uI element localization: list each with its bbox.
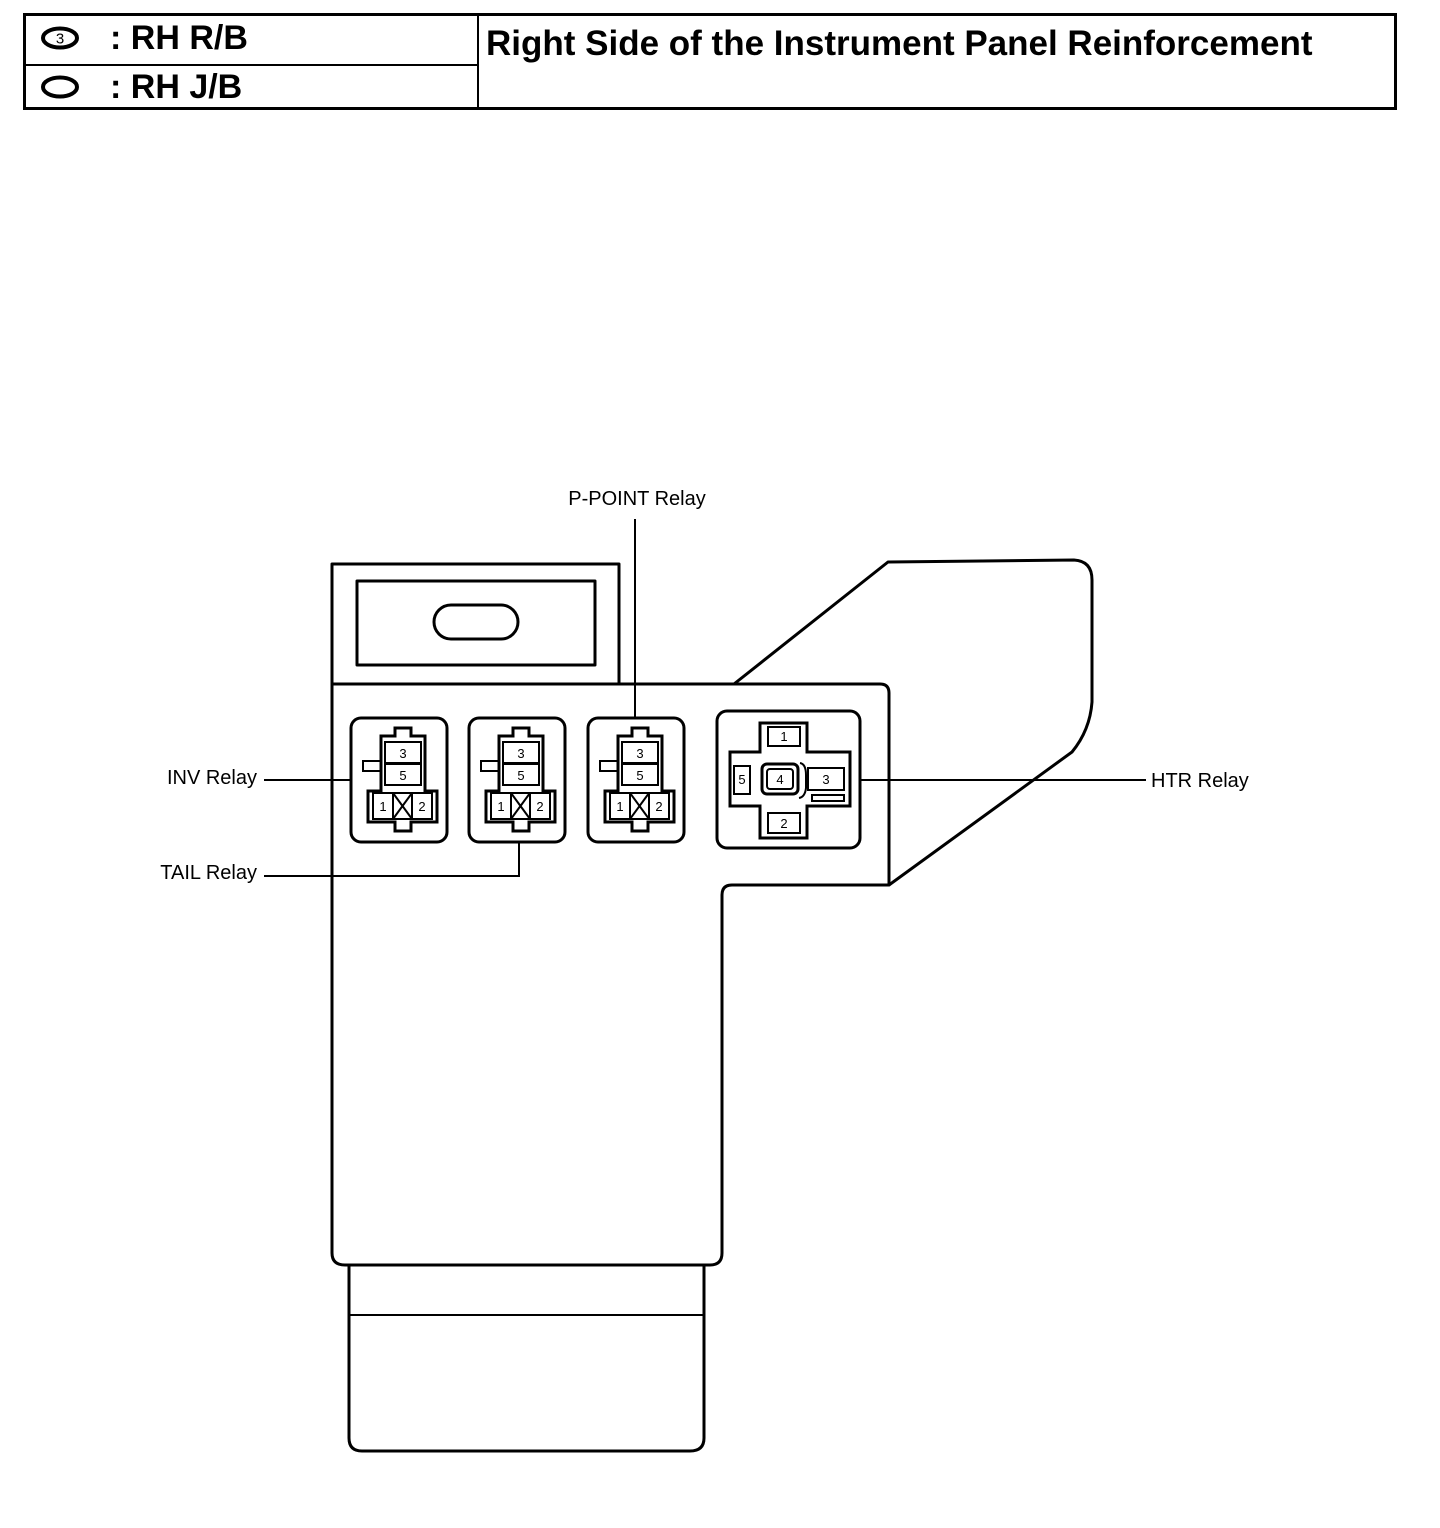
htr-relay-socket: 1 2 3 4 5 xyxy=(715,709,862,850)
inv-relay-socket: 3 5 1 2 xyxy=(349,716,449,844)
junction-block-housing xyxy=(330,558,1094,1453)
legend-row-rh-jb: : RH J/B xyxy=(26,65,477,113)
inv-relay-label: INV Relay xyxy=(167,767,257,789)
tail-relay-pin-2: 2 xyxy=(536,799,543,814)
htr-relay-pin-1: 1 xyxy=(780,729,787,744)
legend-label-rh-jb: : RH J/B xyxy=(110,68,243,106)
p-point-relay-pin-5: 5 xyxy=(636,768,643,783)
inv-relay-pin-5: 5 xyxy=(399,768,406,783)
tail-relay-label: TAIL Relay xyxy=(160,862,257,884)
htr-relay-pin-3: 3 xyxy=(822,772,829,787)
p-point-relay-pin-2: 2 xyxy=(655,799,662,814)
tail-relay-pin-5: 5 xyxy=(517,768,524,783)
legend-symbol-number: 3 xyxy=(56,31,64,48)
htr-relay-pin-5: 5 xyxy=(738,772,745,787)
htr-relay-pin-2: 2 xyxy=(780,816,787,831)
tail-relay-leader xyxy=(264,842,520,877)
oval-icon xyxy=(41,75,79,99)
cover-latch-slot xyxy=(432,603,520,641)
legend-header-table: 3 : RH R/B : RH J/B Right Side of the In… xyxy=(23,13,1397,110)
p-point-relay-label: P-POINT Relay xyxy=(568,488,705,510)
inv-relay-pin-1: 1 xyxy=(379,799,386,814)
tail-relay-pin-1: 1 xyxy=(497,799,504,814)
p-point-relay-pin-1: 1 xyxy=(616,799,623,814)
tail-relay-pin-3: 3 xyxy=(517,746,524,761)
p-point-relay-pin-3: 3 xyxy=(636,746,643,761)
circled-number-icon: 3 xyxy=(41,26,79,50)
htr-relay-pin-4: 4 xyxy=(776,772,783,787)
tail-relay-socket: 3 5 1 2 xyxy=(467,716,567,844)
page-title: Right Side of the Instrument Panel Reinf… xyxy=(486,24,1313,63)
legend-row-rh-rb: 3 : RH R/B xyxy=(26,16,477,66)
legend-label-rh-rb: : RH R/B xyxy=(110,19,248,57)
inv-relay-pin-3: 3 xyxy=(399,746,406,761)
htr-relay-label: HTR Relay xyxy=(1151,770,1249,792)
header-divider xyxy=(477,16,479,107)
leader-lines xyxy=(264,519,1146,877)
p-point-relay-socket: 3 5 1 2 xyxy=(586,716,686,844)
inv-relay-pin-2: 2 xyxy=(418,799,425,814)
